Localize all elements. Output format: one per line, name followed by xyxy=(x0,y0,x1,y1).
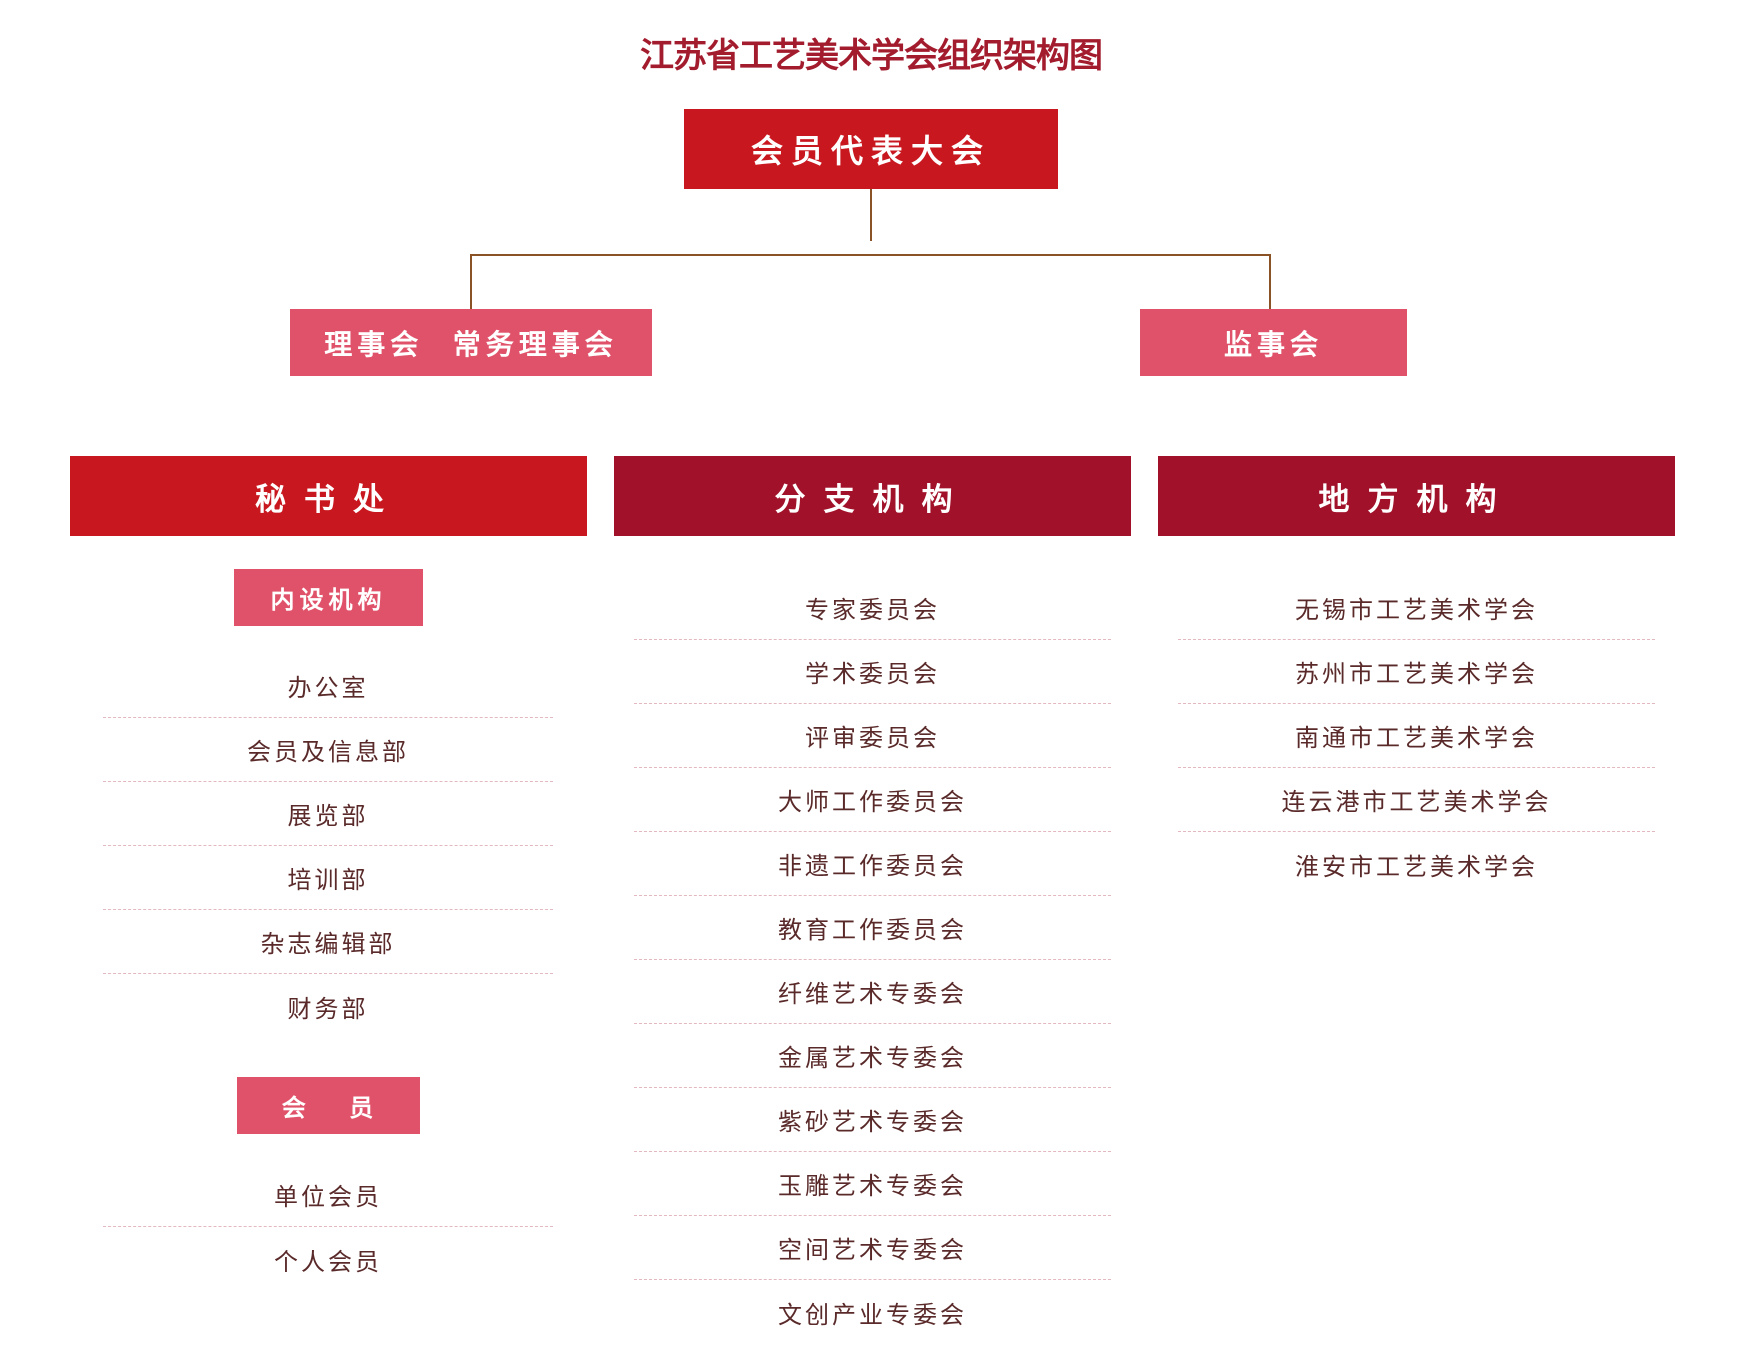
list-item: 淮安市工艺美术学会 xyxy=(1295,852,1538,881)
list-item: 会员及信息部 xyxy=(103,718,553,782)
list-item: 连云港市工艺美术学会 xyxy=(1178,768,1655,832)
list-item: 办公室 xyxy=(103,654,553,718)
list-item: 培训部 xyxy=(103,846,553,910)
list-item: 苏州市工艺美术学会 xyxy=(1178,640,1655,704)
list-local-societies: 无锡市工艺美术学会 苏州市工艺美术学会 南通市工艺美术学会 连云港市工艺美术学会… xyxy=(1178,576,1655,896)
list-item: 评审委员会 xyxy=(634,704,1111,768)
header-branches: 分支机构 xyxy=(614,456,1131,536)
list-item: 空间艺术专委会 xyxy=(634,1216,1111,1280)
list-item: 金属艺术专委会 xyxy=(634,1024,1111,1088)
header-secretariat: 秘书处 xyxy=(70,456,587,536)
list-item: 纤维艺术专委会 xyxy=(634,960,1111,1024)
chart-title: 江苏省工艺美术学会组织架构图 xyxy=(640,36,1103,76)
list-item: 展览部 xyxy=(103,782,553,846)
list-item: 财务部 xyxy=(287,994,369,1023)
node-member-congress: 会员代表大会 xyxy=(684,109,1058,189)
list-item: 文创产业专委会 xyxy=(778,1300,967,1329)
list-item: 无锡市工艺美术学会 xyxy=(1178,576,1655,640)
list-item: 教育工作委员会 xyxy=(634,896,1111,960)
subheader-members: 会 员 xyxy=(237,1077,420,1134)
list-item: 个人会员 xyxy=(274,1247,382,1276)
list-item: 杂志编辑部 xyxy=(103,910,553,974)
connector-vertical-top xyxy=(870,189,872,241)
list-members: 单位会员 个人会员 xyxy=(103,1163,553,1291)
connector-vertical-left xyxy=(470,254,472,309)
connector-horizontal xyxy=(470,254,1271,256)
header-local: 地方机构 xyxy=(1158,456,1675,536)
list-item: 单位会员 xyxy=(103,1163,553,1227)
node-supervisory-board: 监事会 xyxy=(1140,309,1407,376)
list-item: 紫砂艺术专委会 xyxy=(634,1088,1111,1152)
list-item: 南通市工艺美术学会 xyxy=(1178,704,1655,768)
list-item: 大师工作委员会 xyxy=(634,768,1111,832)
list-item: 学术委员会 xyxy=(634,640,1111,704)
list-branches: 专家委员会 学术委员会 评审委员会 大师工作委员会 非遗工作委员会 教育工作委员… xyxy=(634,576,1111,1344)
node-council: 理事会 常务理事会 xyxy=(290,309,652,376)
list-item: 专家委员会 xyxy=(634,576,1111,640)
subheader-internal: 内设机构 xyxy=(234,569,423,626)
list-internal-departments: 办公室 会员及信息部 展览部 培训部 杂志编辑部 财务部 xyxy=(103,654,553,1038)
list-item: 玉雕艺术专委会 xyxy=(634,1152,1111,1216)
connector-vertical-right xyxy=(1269,254,1271,309)
list-item: 非遗工作委员会 xyxy=(634,832,1111,896)
